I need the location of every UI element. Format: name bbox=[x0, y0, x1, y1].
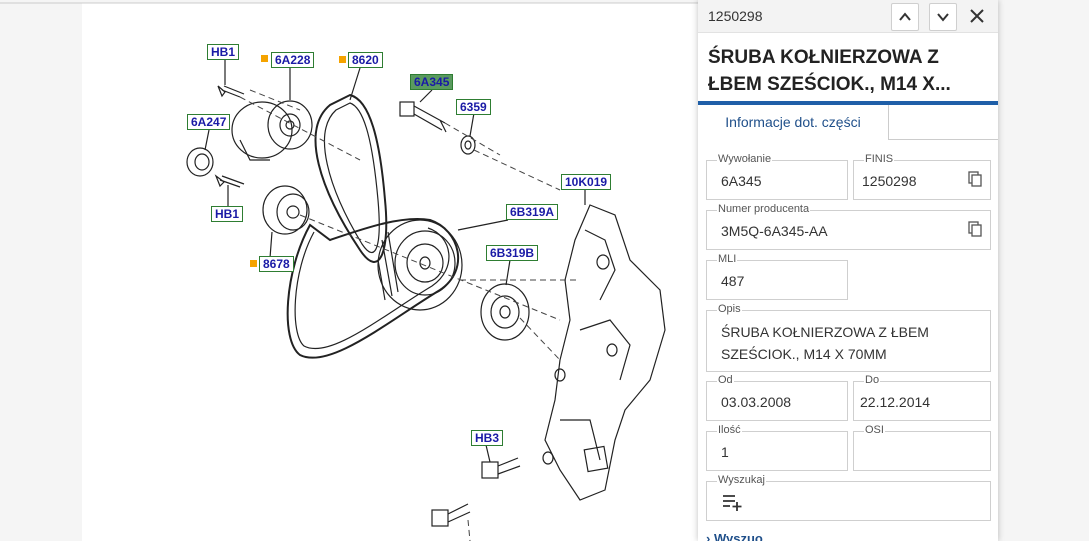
callout-6b319a[interactable]: 6B319A bbox=[506, 204, 559, 220]
do-value: 22.12.2014 bbox=[860, 394, 931, 410]
copy-finis-button[interactable] bbox=[968, 171, 982, 192]
chevron-up-icon bbox=[899, 12, 911, 21]
previous-button[interactable] bbox=[891, 3, 919, 31]
marker-icon bbox=[261, 55, 268, 62]
numer-value: 3M5Q-6A345-AA bbox=[721, 223, 828, 239]
ilosc-value: 1 bbox=[721, 444, 729, 460]
od-label: Od bbox=[717, 374, 734, 386]
panel-header: 1250298 bbox=[698, 0, 998, 33]
panel-header-id: 1250298 bbox=[708, 8, 763, 24]
list-add-icon bbox=[723, 495, 742, 511]
do-field[interactable]: Do 22.12.2014 bbox=[853, 374, 991, 421]
callout-6b319b[interactable]: 6B319B bbox=[486, 245, 539, 261]
accent-bar bbox=[698, 101, 998, 105]
finis-value: 1250298 bbox=[862, 173, 917, 189]
callout-hb1-bottom[interactable]: HB1 bbox=[211, 206, 244, 222]
callout-hb3[interactable]: HB3 bbox=[471, 430, 504, 446]
od-field[interactable]: Od 03.03.2008 bbox=[706, 374, 848, 421]
tab-divider bbox=[888, 139, 998, 140]
osi-field[interactable]: OSI bbox=[853, 424, 991, 471]
more-link-label: Wyszuo bbox=[713, 531, 763, 541]
callout-8620[interactable]: 8620 bbox=[348, 52, 383, 68]
callout-6a345[interactable]: 6A345 bbox=[410, 74, 454, 90]
callout-6a247[interactable]: 6A247 bbox=[187, 114, 231, 130]
more-link[interactable]: › Wyszuo bbox=[706, 531, 763, 541]
od-value: 03.03.2008 bbox=[721, 394, 792, 410]
ilosc-label: Ilość bbox=[717, 424, 742, 436]
callout-6a228[interactable]: 6A228 bbox=[271, 52, 315, 68]
wywolanie-label: Wywołanie bbox=[717, 153, 773, 165]
callout-hb1-top[interactable]: HB1 bbox=[207, 44, 240, 60]
numer-producenta-field[interactable]: Numer producenta 3M5Q-6A345-AA bbox=[706, 203, 991, 250]
part-detail-panel: 1250298 ŚRUBA KOŁNIERZOWA Z ŁBEM SZEŚCIO… bbox=[698, 0, 998, 541]
finis-label: FINIS bbox=[864, 153, 895, 165]
marker-icon bbox=[250, 260, 257, 267]
part-title: ŚRUBA KOŁNIERZOWA Z ŁBEM SZEŚCIOK., M14 … bbox=[708, 47, 951, 95]
copy-icon bbox=[968, 171, 982, 187]
callout-8678[interactable]: 8678 bbox=[259, 256, 294, 272]
do-label: Do bbox=[864, 374, 881, 386]
finis-field[interactable]: FINIS 1250298 bbox=[853, 153, 991, 200]
ilosc-field[interactable]: Ilość 1 bbox=[706, 424, 848, 471]
opis-value: ŚRUBA KOŁNIERZOWA Z ŁBEM SZEŚCIOK., M14 … bbox=[721, 324, 929, 362]
mli-field[interactable]: MLI 487 bbox=[706, 253, 848, 300]
copy-numer-button[interactable] bbox=[968, 221, 982, 242]
wyszukaj-label: Wyszukaj bbox=[717, 474, 766, 486]
wywolanie-value: 6A345 bbox=[721, 173, 762, 189]
mli-label: MLI bbox=[717, 253, 738, 265]
numer-label: Numer producenta bbox=[717, 203, 811, 215]
next-button[interactable] bbox=[929, 3, 957, 31]
copy-icon bbox=[968, 221, 982, 237]
mli-value: 487 bbox=[721, 273, 745, 289]
close-button[interactable] bbox=[964, 3, 990, 29]
opis-label: Opis bbox=[717, 303, 742, 315]
marker-icon bbox=[339, 56, 346, 63]
close-icon bbox=[970, 9, 984, 23]
chevron-right-icon: › bbox=[706, 531, 711, 541]
osi-label: OSI bbox=[864, 424, 885, 436]
search-add-button[interactable] bbox=[721, 492, 743, 517]
wyszukaj-field[interactable]: Wyszukaj bbox=[706, 474, 991, 521]
chevron-down-icon bbox=[937, 13, 949, 22]
tab-part-info[interactable]: Informacje dot. części bbox=[698, 105, 889, 139]
callout-6359[interactable]: 6359 bbox=[456, 99, 491, 115]
callout-10k019[interactable]: 10K019 bbox=[561, 174, 612, 190]
opis-field[interactable]: Opis ŚRUBA KOŁNIERZOWA Z ŁBEM SZEŚCIOK.,… bbox=[706, 303, 991, 372]
wywolanie-field[interactable]: Wywołanie 6A345 bbox=[706, 153, 848, 200]
